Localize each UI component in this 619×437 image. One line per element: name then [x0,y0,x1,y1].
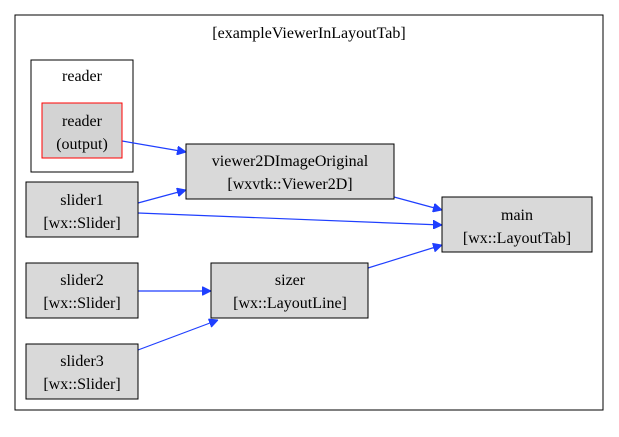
edge-viewer-to-main [393,196,442,210]
node-slider2[interactable]: slider2 [wx::Slider] [25,262,139,319]
node-main-type: [wx::LayoutTab] [463,230,571,247]
node-sizer-type: [wx::LayoutLine] [233,295,347,312]
node-main-name: main [501,207,533,224]
node-reader-output-type: (output) [56,136,108,153]
node-slider3[interactable]: slider3 [wx::Slider] [25,343,139,400]
node-slider1-name: slider1 [60,192,104,209]
node-reader-output[interactable]: reader (output) [41,102,123,159]
node-main[interactable]: main [wx::LayoutTab] [441,196,593,253]
edge-slider1-to-viewer [137,190,186,204]
node-sizer-name: sizer [275,272,306,289]
node-slider1-type: [wx::Slider] [43,215,120,232]
node-slider1[interactable]: slider1 [wx::Slider] [25,181,139,238]
node-slider3-name: slider3 [60,353,104,370]
reader-cluster-label: reader [62,68,103,85]
edge-sizer-to-main [367,245,442,269]
node-slider2-type: [wx::Slider] [43,295,120,312]
node-sizer[interactable]: sizer [wx::LayoutLine] [210,262,369,319]
node-viewer2DImageOriginal[interactable]: viewer2DImageOriginal [wxvtk::Viewer2D] [185,143,395,200]
edge-reader-to-viewer [121,140,186,152]
edge-slider3-to-sizer [137,320,218,351]
node-viewer-type: [wxvtk::Viewer2D] [227,176,352,193]
node-reader-output-name: reader [62,113,103,130]
edge-slider1-to-main [137,212,442,225]
node-slider3-type: [wx::Slider] [43,376,120,393]
edges [121,140,442,351]
graph-title: [exampleViewerInLayoutTab] [212,25,405,42]
node-viewer-name: viewer2DImageOriginal [212,153,369,170]
node-slider2-name: slider2 [60,272,104,289]
